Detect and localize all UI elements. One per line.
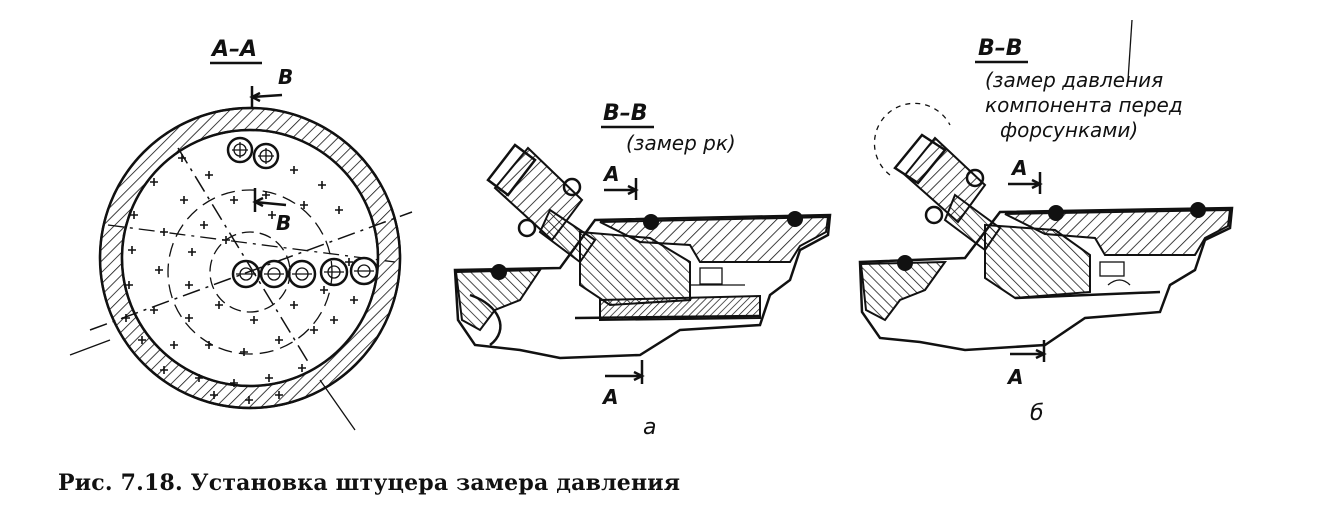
figure-caption: Рис. 7.18. Установка штуцера замера давл… bbox=[58, 470, 681, 496]
section-a-a-view: A–A B bbox=[69, 37, 413, 431]
view-b-title: B–B bbox=[978, 36, 1023, 61]
view-a-note: (замер pк) bbox=[626, 131, 736, 155]
section-b-b-view-b: B–B (замер давления компонента перед фор… bbox=[858, 19, 1234, 426]
view-b-cut-bottom: A bbox=[1006, 340, 1047, 389]
view-a-cut-bottom-label: A bbox=[601, 385, 618, 409]
body-housing-b bbox=[858, 206, 1234, 352]
injector-pattern bbox=[122, 154, 358, 404]
cut-mark-b-mid-label: B bbox=[276, 211, 291, 235]
cut-mark-b-top-label: B bbox=[278, 65, 293, 89]
cut-mark-b-top: B bbox=[249, 65, 293, 108]
casing-ring bbox=[98, 106, 402, 410]
view-b-note-line-2: компонента перед bbox=[985, 93, 1183, 117]
view-b-note-line-3: форсунками) bbox=[1000, 118, 1138, 142]
view-b-note-line-1: (замер давления bbox=[985, 68, 1163, 92]
view-a-cut-top: A bbox=[602, 162, 639, 200]
view-a-panel-label: а bbox=[643, 415, 656, 440]
section-b-b-view-a: B–B (замер pк) A bbox=[453, 101, 832, 440]
view-b-cut-top-label: A bbox=[1010, 156, 1027, 180]
view-a-cut-top-label: A bbox=[602, 162, 619, 186]
view-a-cut-bottom: A bbox=[601, 360, 645, 409]
view-b-panel-label: б bbox=[1030, 401, 1044, 426]
fitting-row bbox=[231, 256, 379, 289]
fitting-group-top bbox=[226, 136, 280, 170]
view-b-cut-bottom-label: A bbox=[1006, 365, 1023, 389]
cut-mark-b-mid: B bbox=[252, 188, 291, 235]
section-a-a-title: A–A bbox=[210, 37, 257, 62]
body-housing-a bbox=[453, 213, 832, 360]
view-b-cut-top: A bbox=[1008, 156, 1043, 194]
view-a-title: B–B bbox=[603, 101, 648, 126]
